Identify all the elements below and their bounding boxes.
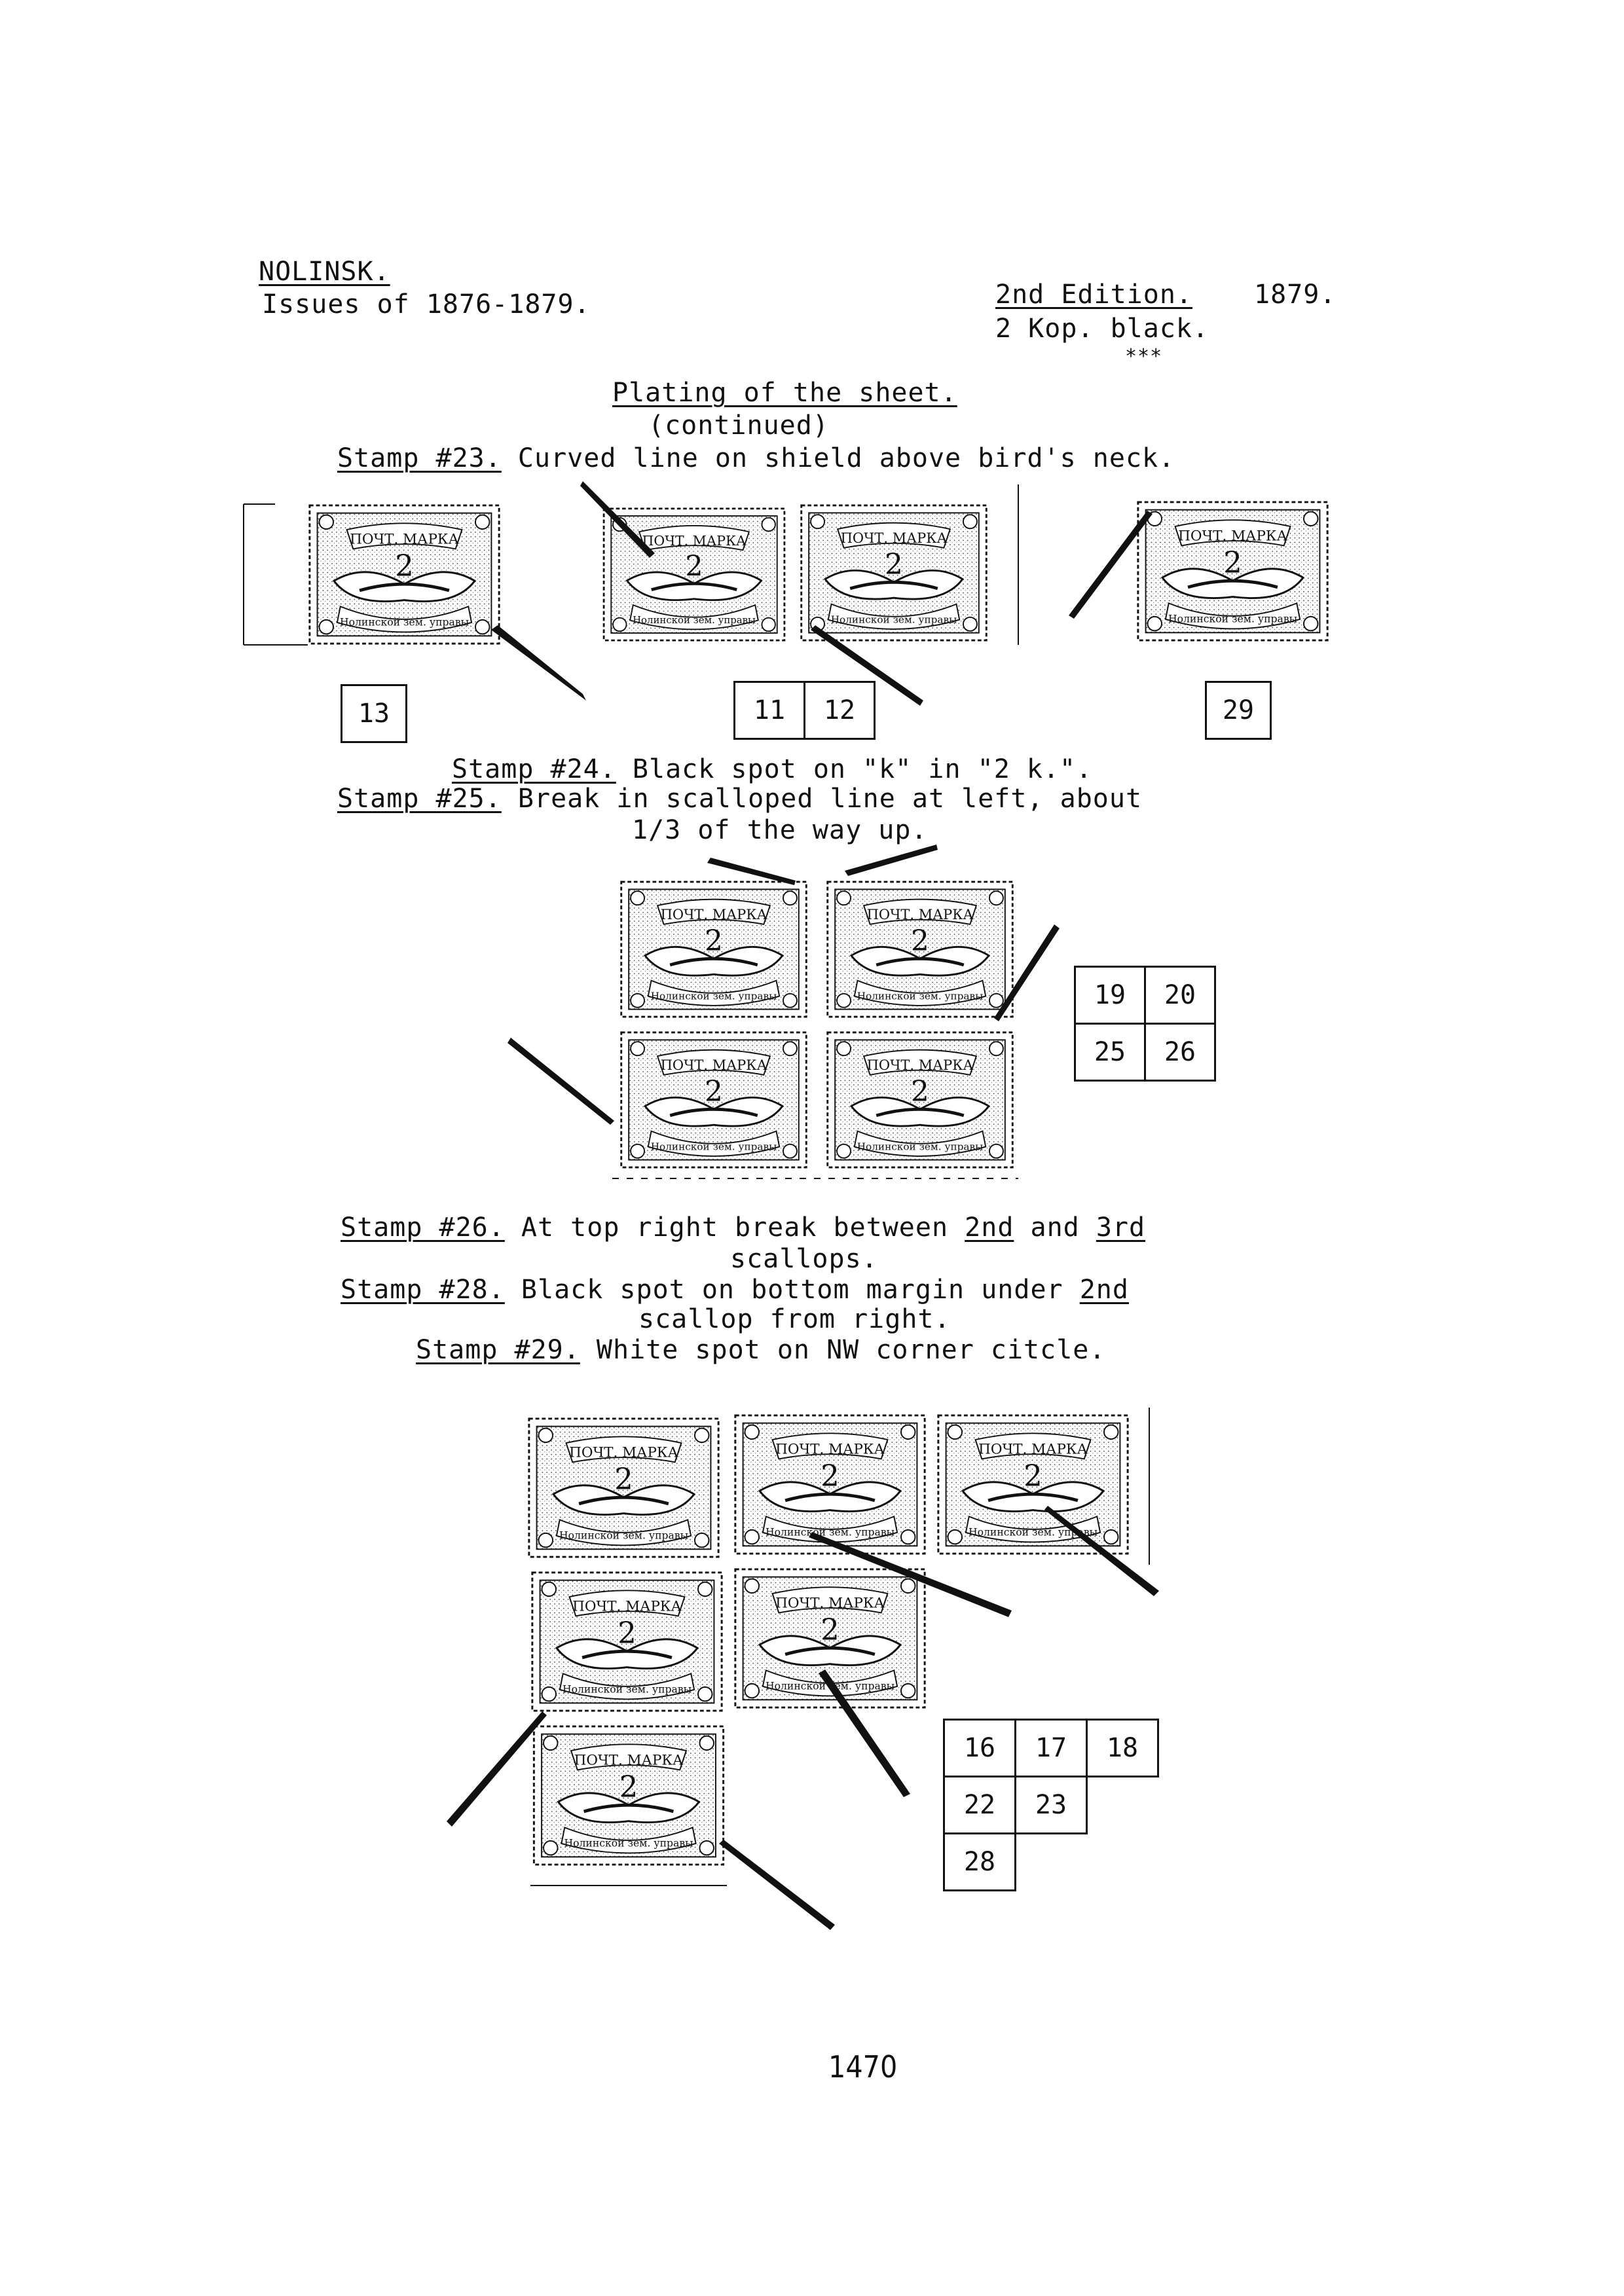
note-24-label: Stamp #24. [452, 754, 616, 784]
sheet-edge-line [243, 503, 308, 646]
position-cell: 25 [1074, 1023, 1146, 1082]
stamp-23 [733, 1568, 927, 1709]
stamp-11 [596, 507, 792, 642]
position-cell: 20 [1144, 966, 1216, 1025]
note-23: Stamp #23. Curved line on shield above b… [337, 445, 1175, 471]
stamp-25 [616, 1031, 812, 1169]
edition-year: 1879. [1254, 280, 1337, 310]
note-23-label: Stamp #23. [337, 443, 502, 473]
stamp-12 [799, 504, 989, 642]
position-cell: 17 [1014, 1719, 1088, 1777]
pointer-wedge [507, 1038, 614, 1125]
stamp-19 [616, 881, 812, 1018]
note-25-label: Stamp #25. [337, 784, 502, 814]
note-29: Stamp #29. White spot on NW corner citcl… [416, 1337, 1105, 1363]
stamp-13 [308, 504, 501, 645]
edition-label: 2nd Edition. [995, 280, 1192, 310]
position-cell: 19 [1074, 966, 1146, 1025]
note-26: Stamp #26. At top right break between 2n… [341, 1214, 1145, 1241]
pointer-wedge [719, 1840, 835, 1930]
position-cell: 12 [803, 681, 876, 740]
stamp-17 [733, 1414, 927, 1555]
note-28-label: Stamp #28. [341, 1275, 505, 1305]
stamp-22 [530, 1571, 724, 1712]
page-number: 1470 [828, 2049, 898, 2085]
note-29-label: Stamp #29. [416, 1335, 580, 1365]
note-28: Stamp #28. Black spot on bottom margin u… [341, 1277, 1129, 1303]
note-26-text: At top right break between [521, 1212, 949, 1243]
stamp-16 [527, 1417, 720, 1558]
position-cell: 16 [943, 1719, 1016, 1777]
stamp-value: 2 Kop. black. [995, 314, 1209, 344]
position-cell: 28 [943, 1832, 1016, 1891]
issues-range: Issues of 1876-1879. [262, 289, 591, 319]
position-cell: 22 [943, 1776, 1016, 1834]
pointer-wedge [845, 845, 938, 876]
pointer-wedge [491, 625, 586, 701]
note-25-continuation: 1/3 of the way up. [632, 815, 928, 845]
stars-divider: *** [1125, 345, 1163, 368]
note-24: Stamp #24. Black spot on "k" in "2 k.". [452, 756, 1092, 782]
note-28-ordinal: 2nd [1079, 1275, 1129, 1305]
position-cell: 29 [1205, 681, 1272, 740]
header-title: NOLINSK. [259, 257, 390, 287]
stamp-28 [530, 1725, 727, 1866]
position-cell: 23 [1014, 1776, 1088, 1834]
stamp-18 [936, 1414, 1130, 1555]
stamp-29 [1136, 501, 1329, 642]
position-cell: 26 [1144, 1023, 1216, 1082]
note-26-ordinal-2: 3rd [1096, 1212, 1146, 1243]
section-subtitle: (continued) [648, 410, 829, 441]
note-25: Stamp #25. Break in scalloped line at le… [337, 786, 1142, 812]
position-cell: 13 [341, 684, 407, 743]
note-26-continuation: scallops. [730, 1244, 878, 1274]
note-28-continuation: scallop from right. [638, 1304, 951, 1334]
section-title: Plating of the sheet. [612, 378, 957, 408]
stamp-26 [822, 1031, 1018, 1169]
stamp-20 [822, 881, 1018, 1018]
note-28-text: Black spot on bottom margin under [521, 1275, 1080, 1305]
note-26-label: Stamp #26. [341, 1212, 505, 1243]
note-26-and: and [1014, 1212, 1096, 1243]
note-25-text: Break in scalloped line at left, about [517, 784, 1143, 814]
note-29-text: White spot on NW corner citcle. [596, 1335, 1106, 1365]
position-cell: 11 [733, 681, 805, 740]
note-24-text: Black spot on "k" in "2 k.". [632, 754, 1093, 784]
note-23-text: Curved line on shield above bird's neck. [517, 443, 1175, 473]
note-26-ordinal-1: 2nd [965, 1212, 1014, 1243]
position-cell: 18 [1086, 1719, 1159, 1777]
